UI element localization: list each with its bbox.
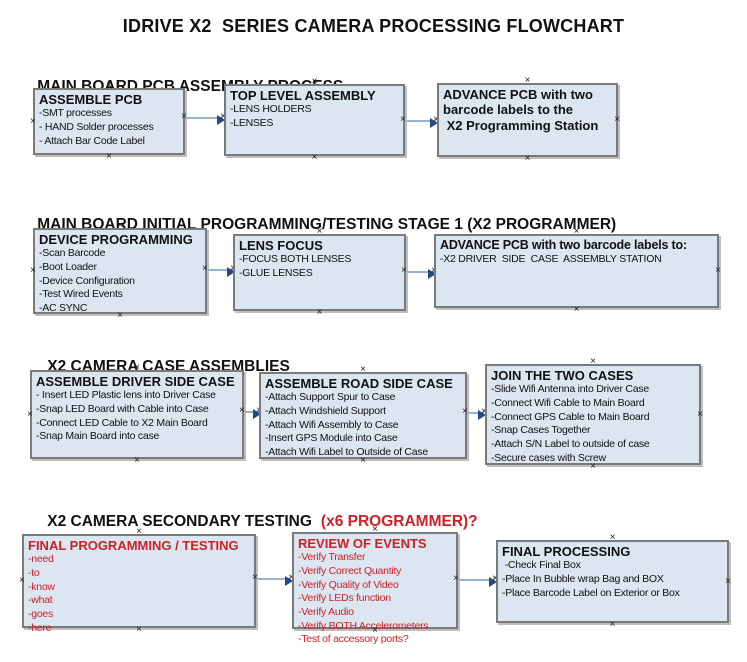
flow-box-device-programming[interactable]: DEVICE PROGRAMMING -Scan Barcode -Boot L… — [33, 228, 207, 314]
flow-box-top-level-assembly[interactable]: TOP LEVEL ASSEMBLY -LENS HOLDERS -LENSES — [224, 84, 405, 156]
box-line: -to — [28, 566, 40, 579]
flow-box-assemble-pcb[interactable]: ASSEMBLE PCB -SMT processes - HAND Solde… — [33, 88, 185, 155]
box-line: -Test Wired Events — [39, 288, 123, 301]
connector-arrow[interactable] — [401, 266, 437, 279]
anchor-handle-icon — [715, 266, 721, 276]
flow-box-assemble-driver-side-case[interactable]: ASSEMBLE DRIVER SIDE CASE - Insert LED P… — [30, 370, 244, 459]
box-line: -Test of accessory ports? — [298, 633, 409, 646]
anchor-handle-icon — [725, 577, 731, 587]
box-line: -Snap LED Board with Cable into Case — [36, 402, 209, 415]
connector-arrow[interactable] — [239, 406, 262, 419]
section-heading-text: X2 CAMERA SECONDARY TESTING — [47, 513, 312, 530]
box-line: -Boot Loader — [39, 260, 97, 273]
box-line: -need — [28, 553, 54, 566]
box-line: -Connect Wifi Cable to Main Board — [491, 396, 645, 409]
flow-box-review-of-events[interactable]: REVIEW OF EVENTS -Verify Transfer -Verif… — [292, 532, 458, 645]
box-line: -Secure cases with Screw — [491, 451, 606, 464]
anchor-handle-icon — [697, 410, 703, 420]
connector-arrow[interactable] — [453, 574, 498, 587]
box-line: -Place Barcode Label on Exterior or Box — [502, 586, 680, 599]
box-line: - Attach Bar Code Label — [39, 134, 145, 147]
box-title: ASSEMBLE ROAD SIDE CASE — [265, 376, 453, 391]
box-line: -what — [28, 594, 53, 607]
connector-arrow[interactable] — [181, 112, 226, 125]
box-line: -FOCUS BOTH LENSES — [239, 253, 352, 266]
flow-box-assemble-road-side-case[interactable]: ASSEMBLE ROAD SIDE CASE -Attach Support … — [259, 372, 467, 459]
box-line: -Verify Correct Quantity — [298, 564, 402, 577]
flow-box-advance-pcb-programming-station[interactable]: ADVANCE PCB with two barcode labels to t… — [437, 83, 618, 157]
box-line: -here — [28, 621, 52, 634]
box-line: -Attach Support Spur to Case — [265, 391, 396, 404]
box-line: -goes — [28, 607, 54, 620]
box-title: ASSEMBLE DRIVER SIDE CASE — [36, 374, 235, 389]
anchor-handle-icon — [614, 115, 620, 125]
box-line: -Snap Main Board into case — [36, 430, 160, 443]
box-line: -Attach Windshield Support — [265, 404, 386, 417]
box-line: -know — [28, 580, 55, 593]
box-title: REVIEW OF EVENTS — [298, 536, 427, 551]
box-line: -AC SYNC — [39, 301, 88, 314]
box-line: - Insert LED Plastic lens into Driver Ca… — [36, 389, 216, 402]
connector-arrow[interactable] — [252, 573, 294, 586]
box-line: -Connect LED Cable to X2 Main Board — [36, 416, 208, 429]
box-line: -Scan Barcode — [39, 247, 106, 260]
connector-arrow[interactable] — [462, 407, 487, 420]
box-line: -LENS HOLDERS — [230, 103, 312, 116]
box-title: ADVANCE PCB with two barcode labels to t… — [443, 87, 599, 133]
box-title: JOIN THE TWO CASES — [491, 368, 634, 383]
box-line: -Attach Wifi Assembly to Case — [265, 418, 399, 431]
box-line: -Verify LEDs function — [298, 592, 391, 605]
box-line: -SMT processes — [39, 107, 112, 120]
box-title: ADVANCE PCB with two barcode labels to: — [440, 238, 687, 252]
flow-box-join-the-two-cases[interactable]: JOIN THE TWO CASES -Slide Wifi Antenna i… — [485, 364, 701, 465]
anchor-handle-icon — [30, 266, 36, 276]
connector-arrow[interactable] — [202, 264, 236, 277]
box-title: DEVICE PROGRAMMING — [39, 232, 193, 247]
box-title: ASSEMBLE PCB — [39, 92, 143, 107]
box-line: - HAND Solder processes — [39, 120, 154, 133]
flow-box-final-processing[interactable]: FINAL PROCESSING -Check Final Box -Place… — [496, 540, 729, 623]
flow-box-lens-focus[interactable]: LENS FOCUS -FOCUS BOTH LENSES -GLUE LENS… — [233, 234, 406, 311]
box-line: -Place In Bubble wrap Bag and BOX — [502, 572, 664, 585]
box-title: FINAL PROGRAMMING / TESTING — [28, 538, 239, 553]
box-line: -Device Configuration — [39, 274, 135, 287]
section-heading-red-suffix: (x6 PROGRAMMER)? — [320, 513, 478, 530]
section-heading-secondary-testing: X2 CAMERA SECONDARY TESTING (x6 PROGRAMME… — [30, 495, 478, 549]
box-line: -X2 DRIVER SIDE CASE ASSEMBLY STATION — [440, 252, 662, 265]
box-line: -Check Final Box — [502, 559, 581, 572]
anchor-handle-icon — [27, 410, 33, 420]
box-line: -Insert GPS Module into Case — [265, 432, 398, 445]
box-line: -GLUE LENSES — [239, 266, 313, 279]
box-line: -Attach S/N Label to outside of case — [491, 437, 650, 450]
anchor-handle-icon — [19, 576, 25, 586]
box-line: -Snap Cases Together — [491, 424, 591, 437]
flow-box-final-programming-testing[interactable]: FINAL PROGRAMMING / TESTING -need -to -k… — [19, 534, 256, 634]
box-line: -Verify Transfer — [298, 551, 366, 564]
box-line: -Slide Wifi Antenna into Driver Case — [491, 383, 649, 396]
box-title: FINAL PROCESSING — [502, 544, 631, 559]
box-line: -LENSES — [230, 116, 274, 129]
box-line: -Verify BOTH Accelerometers — [298, 619, 429, 632]
anchor-handle-icon — [30, 117, 36, 127]
page-title: IDRIVE X2 SERIES CAMERA PROCESSING FLOWC… — [122, 16, 625, 36]
box-title: TOP LEVEL ASSEMBLY — [230, 88, 376, 103]
box-line: -Connect GPS Cable to Main Board — [491, 410, 650, 423]
box-line: -Verify Quality of Video — [298, 578, 399, 591]
box-title: LENS FOCUS — [239, 238, 323, 253]
flow-box-advance-pcb-driver-side[interactable]: ADVANCE PCB with two barcode labels to: … — [434, 234, 719, 308]
connector-arrow[interactable] — [400, 115, 439, 128]
box-line: -Verify Audio — [298, 605, 354, 618]
box-line: -Attach Wifi Label to Outside of Case — [265, 445, 428, 458]
